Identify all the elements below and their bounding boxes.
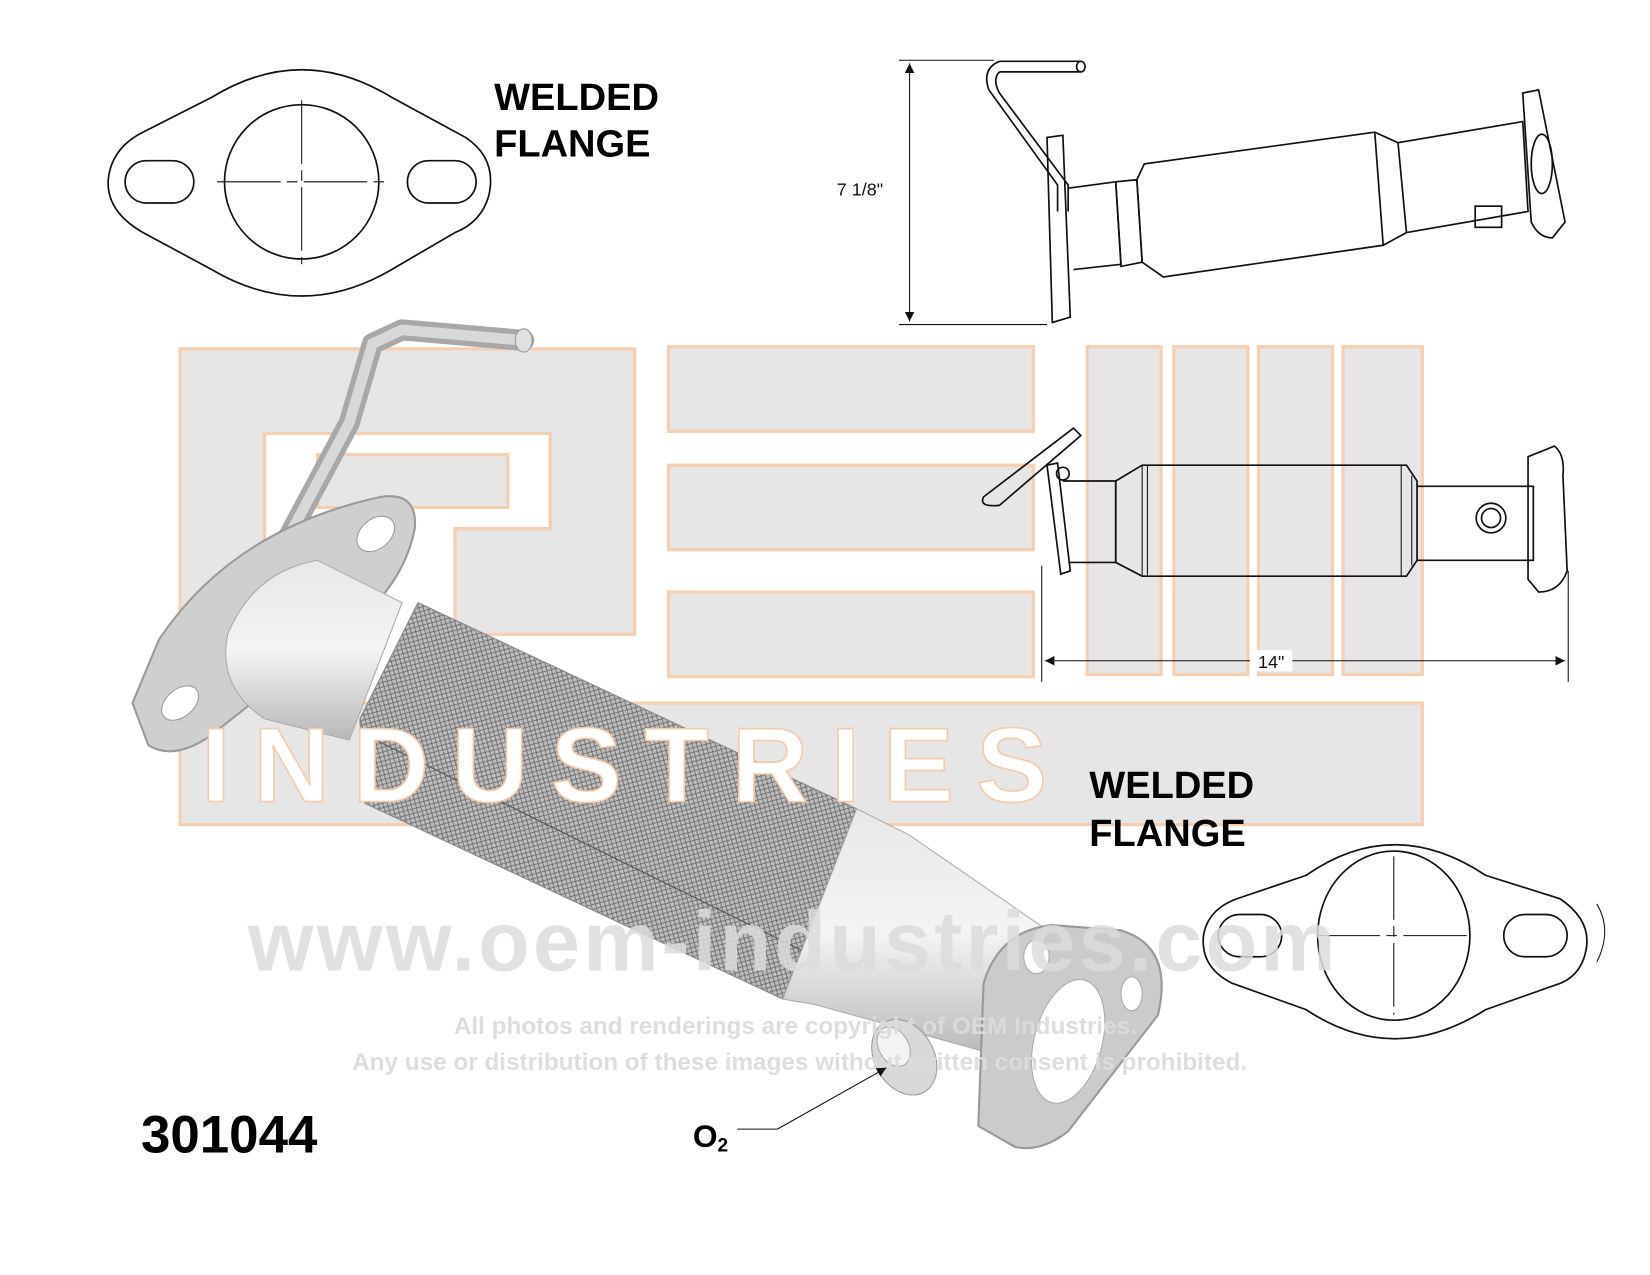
oem-logo-watermark <box>178 345 1424 827</box>
height-dimension-label: 7 1/8" <box>837 180 883 200</box>
welded-flange-label-top-line1: WELDED <box>494 77 659 119</box>
part-number: 301044 <box>141 1105 318 1164</box>
welded-flange-drawing-bottom <box>1202 844 1606 1040</box>
o2-sensor-label: O2 <box>693 1118 728 1156</box>
welded-flange-label-top-line2: FLANGE <box>494 123 650 165</box>
length-dimension-label: 14" <box>1258 652 1284 672</box>
welded-flange-label-bottom-line2: FLANGE <box>1089 813 1245 855</box>
welded-flange-label-bottom-line1: WELDED <box>1089 765 1254 807</box>
side-view-drawing <box>899 59 1566 326</box>
catalytic-converter-rendering <box>131 319 1163 1150</box>
watermark-copyright-line1: All photos and renderings are copyright … <box>454 1013 1137 1040</box>
watermark-url: www.oem-industries.com <box>247 894 1339 989</box>
top-view-drawing <box>981 427 1569 682</box>
watermark-copyright-line2: Any use or distribution of these images … <box>352 1049 1247 1076</box>
welded-flange-drawing-top <box>107 69 492 297</box>
